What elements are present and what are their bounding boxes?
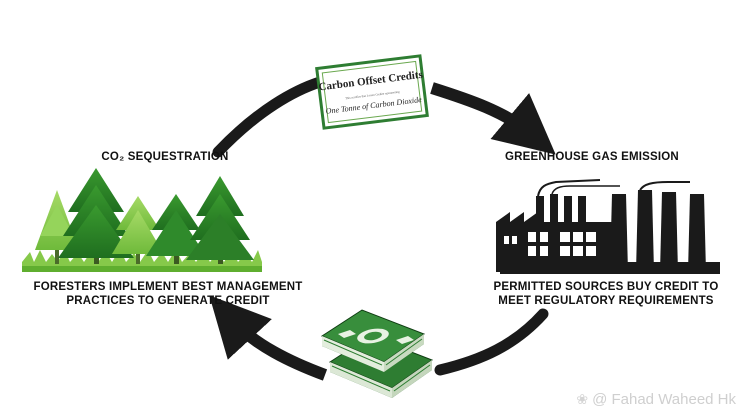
arrow-top-left-arc	[212, 76, 326, 158]
co2-sequestration-title: CO₂ SEQUESTRATION	[101, 151, 229, 163]
factory-icon	[496, 179, 720, 274]
money-stack-icon	[320, 309, 434, 398]
watermark: ❀@ Fahad Waheed Hk	[576, 391, 736, 408]
tree-icon	[186, 176, 254, 264]
permitted-caption-line1: PERMITTED SOURCES BUY CREDIT TO	[493, 281, 719, 293]
carbon-offset-certificate: Carbon Offset Credits This certifies tha…	[315, 54, 429, 130]
permitted-caption-line2: MEET REGULATORY REQUIREMENTS	[498, 295, 714, 307]
forest-icon	[22, 168, 262, 272]
watermark-text: @ Fahad Waheed Hk	[592, 391, 736, 408]
arrow-top-right-arc	[430, 82, 556, 155]
foresters-caption-line2: PRACTICES TO GENERATE CREDIT	[66, 295, 270, 307]
certificate-fine-print: This certifies that Lorem Credits repres…	[345, 90, 400, 101]
cycle-arrows	[209, 76, 556, 381]
foresters-caption: FORESTERS IMPLEMENT BEST MANAGEMENT PRAC…	[18, 280, 318, 308]
greenhouse-gas-emission-title: GREENHOUSE GAS EMISSION	[505, 151, 679, 163]
permitted-sources-caption: PERMITTED SOURCES BUY CREDIT TO MEET REG…	[492, 280, 720, 308]
arrow-bottom-left-arc	[209, 295, 328, 381]
tree-icon	[146, 194, 206, 264]
arrow-bottom-right-arc	[434, 308, 549, 376]
foresters-caption-line1: FORESTERS IMPLEMENT BEST MANAGEMENT	[33, 281, 303, 293]
tree-icon	[58, 168, 134, 264]
paw-icon: ❀	[576, 391, 589, 407]
tree-icon	[112, 196, 164, 264]
